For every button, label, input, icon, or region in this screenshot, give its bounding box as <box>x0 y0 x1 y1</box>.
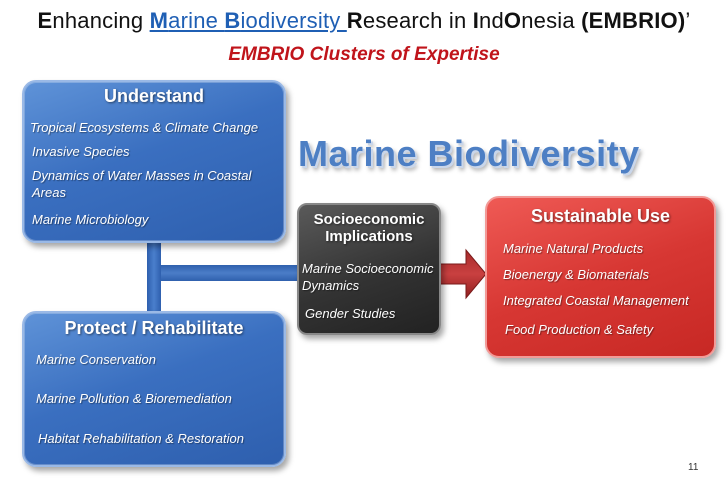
title-part: iodiversity <box>240 8 347 33</box>
slide-subtitle: EMBRIO Clusters of Expertise <box>228 44 500 65</box>
understand-item: Invasive Species <box>32 144 130 159</box>
sustainable-use-box: Sustainable Use Marine Natural Products … <box>485 196 716 358</box>
title-part: E <box>37 8 53 33</box>
title-part: O <box>503 8 522 33</box>
sustainable-item: Marine Natural Products <box>503 241 644 256</box>
arrow-connector <box>440 248 487 300</box>
protect-title: Protect / Rehabilitate <box>64 318 244 338</box>
socio-title: Socioeconomic Implications <box>313 211 425 245</box>
socioeconomic-box: Socioeconomic Implications Marine Socioe… <box>297 203 441 335</box>
understand-item: Dynamics of Water Masses in Coastal Area… <box>32 168 252 200</box>
title-part: arine <box>168 8 225 33</box>
protect-item: Habitat Rehabilitation & Restoration <box>38 431 244 446</box>
title-part: I <box>472 8 480 33</box>
marine-biodiversity-heading: Marine Biodiversity <box>298 133 640 174</box>
sustainable-item: Bioenergy & Biomaterials <box>503 267 649 282</box>
sustainable-item: Integrated Coastal Management <box>503 293 689 308</box>
title-part: nhancing <box>52 8 150 33</box>
socio-item: Marine Socioeconomic Dynamics <box>302 261 434 293</box>
understand-title: Understand <box>103 86 204 106</box>
slide-title: Enhancing Marine Biodiversity Research i… <box>0 8 728 34</box>
connector-vertical <box>147 243 161 311</box>
socio-item: Gender Studies <box>305 306 396 321</box>
arrow-shape <box>440 248 487 300</box>
protect-item: Marine Pollution & Bioremediation <box>36 391 232 406</box>
understand-item: Marine Microbiology <box>32 212 149 227</box>
title-part: R <box>346 8 363 33</box>
understand-item: Tropical Ecosystems & Climate Change <box>30 120 259 135</box>
connector-horizontal <box>161 265 299 281</box>
understand-box: Understand Tropical Ecosystems & Climate… <box>22 80 286 243</box>
title-part: (EMBRIO) <box>581 8 686 33</box>
page-number: 11 <box>688 462 699 473</box>
sustainable-item: Food Production & Safety <box>505 322 654 337</box>
title-part: nesia <box>521 8 582 33</box>
sustainable-title: Sustainable Use <box>530 206 671 226</box>
title-part: esearch in <box>362 8 473 33</box>
title-part: ’ <box>685 8 691 33</box>
title-part: M <box>149 8 169 33</box>
protect-rehabilitate-box: Protect / Rehabilitate Marine Conservati… <box>22 311 286 467</box>
title-part: B <box>224 8 241 33</box>
title-part: nd <box>479 8 504 33</box>
protect-item: Marine Conservation <box>36 352 156 367</box>
